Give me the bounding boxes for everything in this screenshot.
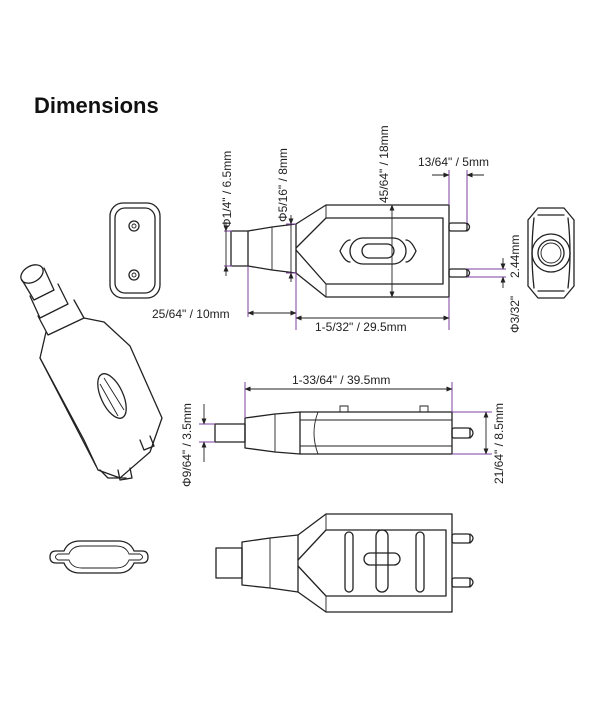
dim-total-length: 1-33/64" / 39.5mm <box>292 373 390 387</box>
dim-side-thickness: 21/64" / 8.5mm <box>492 403 506 484</box>
dim-neck-diameter: Φ5/16" / 8mm <box>276 148 290 222</box>
bottom-view <box>215 513 474 613</box>
dim-pin-diameter-mm: 2.44mm <box>508 235 522 278</box>
dim-side-tip-diameter: Φ9/64" / 3.5mm <box>180 403 194 487</box>
dim-neck-length: 25/64" / 10mm <box>152 307 230 321</box>
dim-pin-diameter: Φ3/32" <box>508 296 522 333</box>
dim-body-length: 1-5/32" / 29.5mm <box>315 320 407 334</box>
side-view <box>214 405 474 455</box>
dim-body-height: 45/64" / 18mm <box>377 125 391 203</box>
dim-pin-spacing: 13/64" / 5mm <box>418 155 489 169</box>
gasket-outline <box>49 540 149 574</box>
dim-tip-diameter: Φ1/4" / 6.5mm <box>220 151 234 228</box>
end-view <box>527 207 575 299</box>
perspective-view <box>20 264 163 481</box>
front-face-view <box>109 202 161 299</box>
top-view <box>230 204 471 298</box>
page-title: Dimensions <box>34 93 159 118</box>
